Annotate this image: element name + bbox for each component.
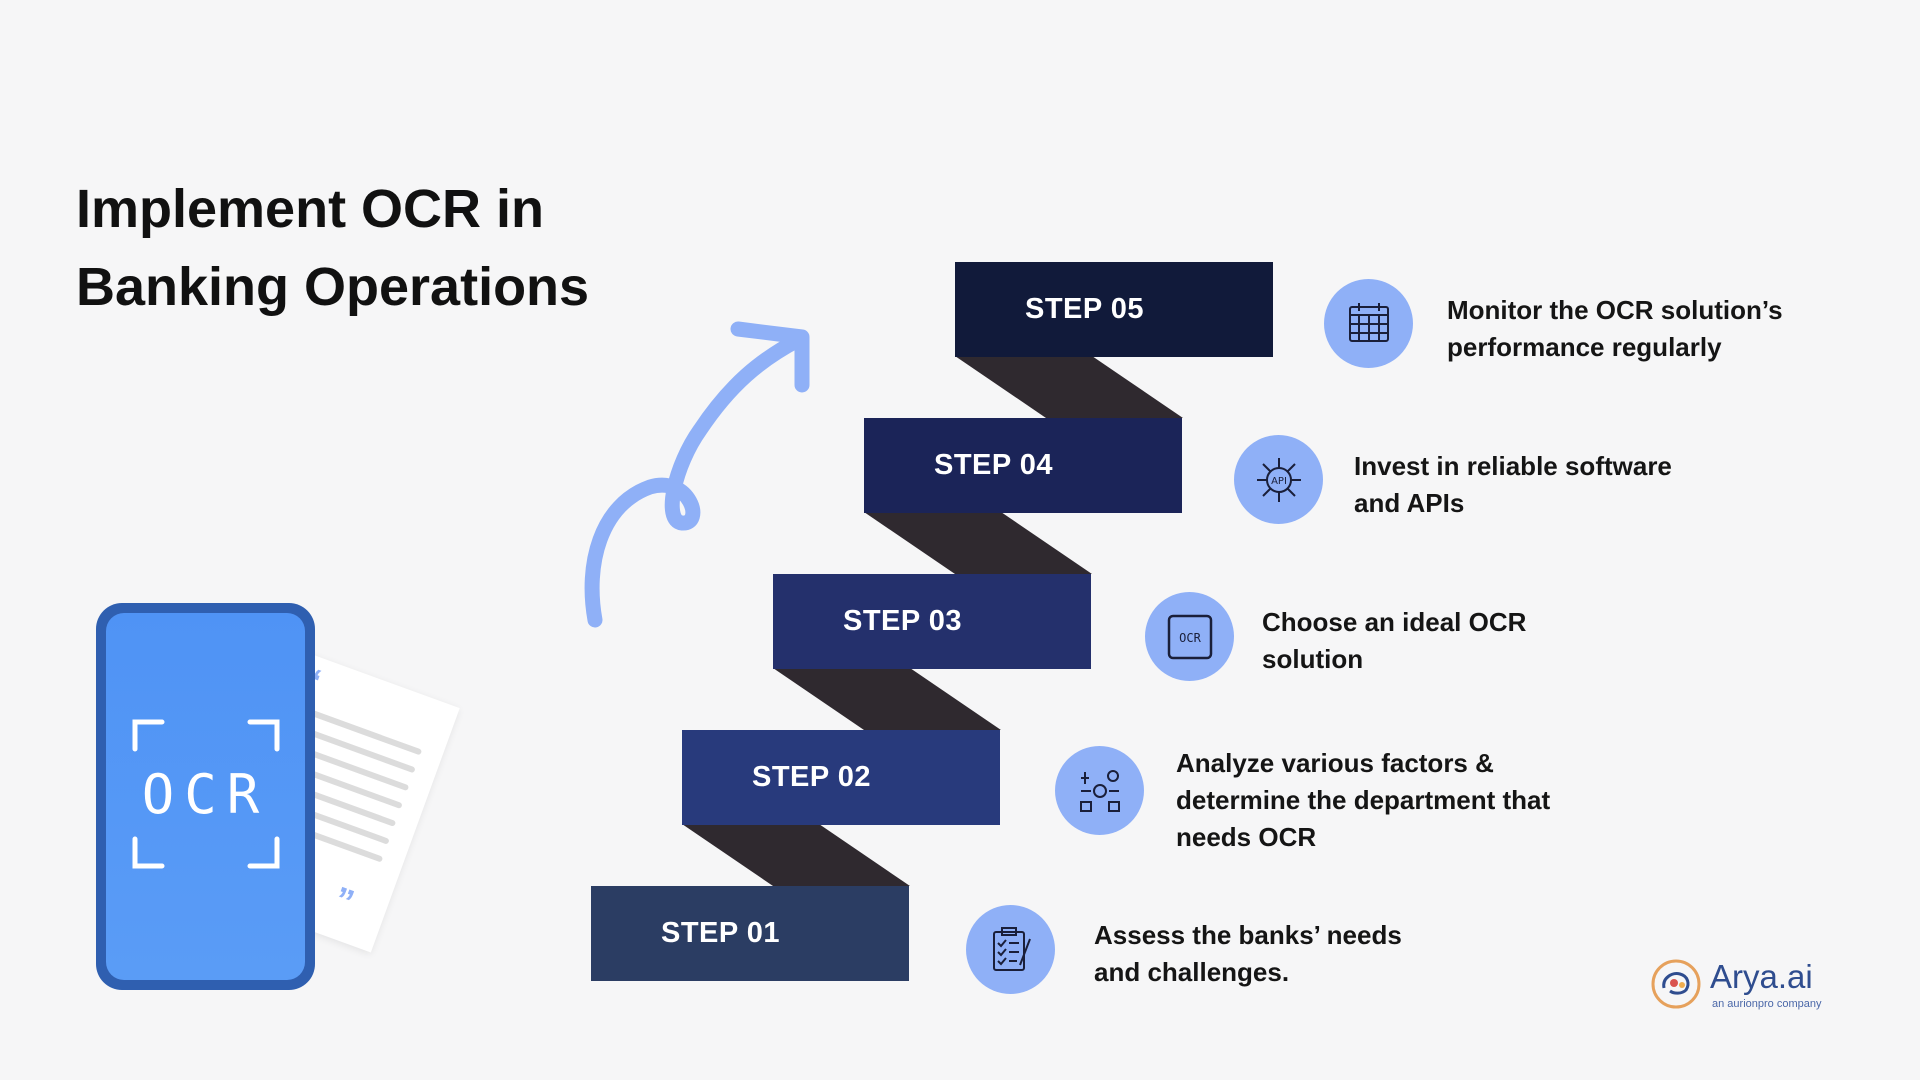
step-05-block: STEP 05 (955, 262, 1273, 357)
step-04-block: STEP 04 (864, 418, 1182, 513)
step-02-label: STEP 02 (752, 761, 872, 793)
stair-riser-01-02 (682, 824, 910, 886)
step-01-label: STEP 01 (661, 917, 781, 949)
phone-illustration: OCR (96, 603, 315, 990)
title-line-2: Banking Operations (76, 257, 590, 317)
step-01-desc-line-2: and challenges. (1094, 957, 1290, 987)
department-analysis-icon (1055, 746, 1144, 835)
title-line-1: Implement OCR in (76, 179, 545, 239)
step-04-desc-line-2: and APIs (1354, 488, 1465, 518)
step-01-description: Assess the banks’ needs and challenges. (1094, 917, 1494, 991)
logo-name: Arya.ai (1710, 958, 1813, 995)
stair-riser-03-04 (864, 512, 1092, 574)
step-02-block: STEP 02 (682, 730, 1000, 825)
scan-frame-icon (132, 719, 280, 869)
step-03-label: STEP 03 (843, 605, 963, 637)
step-05-label: STEP 05 (1025, 293, 1145, 325)
step-03-desc-line-1: Choose an ideal OCR (1262, 607, 1527, 637)
phone-screen-text: OCR (141, 763, 270, 826)
svg-text:API: API (1271, 476, 1287, 487)
logo-tagline: an aurionpro company (1712, 998, 1822, 1010)
step-03-desc-line-2: solution (1262, 644, 1364, 674)
step-01-desc-line-1: Assess the banks’ needs (1094, 920, 1402, 950)
step-02-desc-line-2: determine the department that (1176, 785, 1551, 815)
step-03-block: STEP 03 (773, 574, 1091, 669)
brain-logo-icon (1651, 959, 1701, 1009)
step-02-desc-line-3: needs OCR (1176, 822, 1317, 852)
phone-screen: OCR (106, 613, 305, 980)
stair-riser-04-05 (955, 356, 1183, 418)
clipboard-checklist-icon (966, 905, 1055, 994)
page-title: Implement OCR in Banking Operations (76, 170, 589, 326)
curly-arrow-icon (584, 321, 810, 628)
svg-text:OCR: OCR (1179, 631, 1201, 645)
ocr-scan-icon: OCR (1145, 592, 1234, 681)
calendar-monitor-icon (1324, 279, 1413, 368)
step-05-desc-line-1: Monitor the OCR solution’s (1447, 295, 1783, 325)
step-04-label: STEP 04 (934, 449, 1054, 481)
step-04-desc-line-1: Invest in reliable software (1354, 451, 1672, 481)
step-03-description: Choose an ideal OCR solution (1262, 604, 1662, 678)
step-02-desc-line-1: Analyze various factors & (1176, 748, 1494, 778)
step-05-description: Monitor the OCR solution’s performance r… (1447, 292, 1847, 366)
api-chip-icon: API (1234, 435, 1323, 524)
step-02-description: Analyze various factors & determine the … (1176, 745, 1576, 856)
step-04-description: Invest in reliable software and APIs (1354, 448, 1754, 522)
close-quote-icon: ” (328, 878, 360, 923)
stair-riser-02-03 (773, 668, 1001, 730)
step-05-desc-line-2: performance regularly (1447, 332, 1722, 362)
step-01-block: STEP 01 (591, 886, 909, 981)
arya-logo: Arya.ai an aurionpro company (1650, 958, 1821, 1015)
